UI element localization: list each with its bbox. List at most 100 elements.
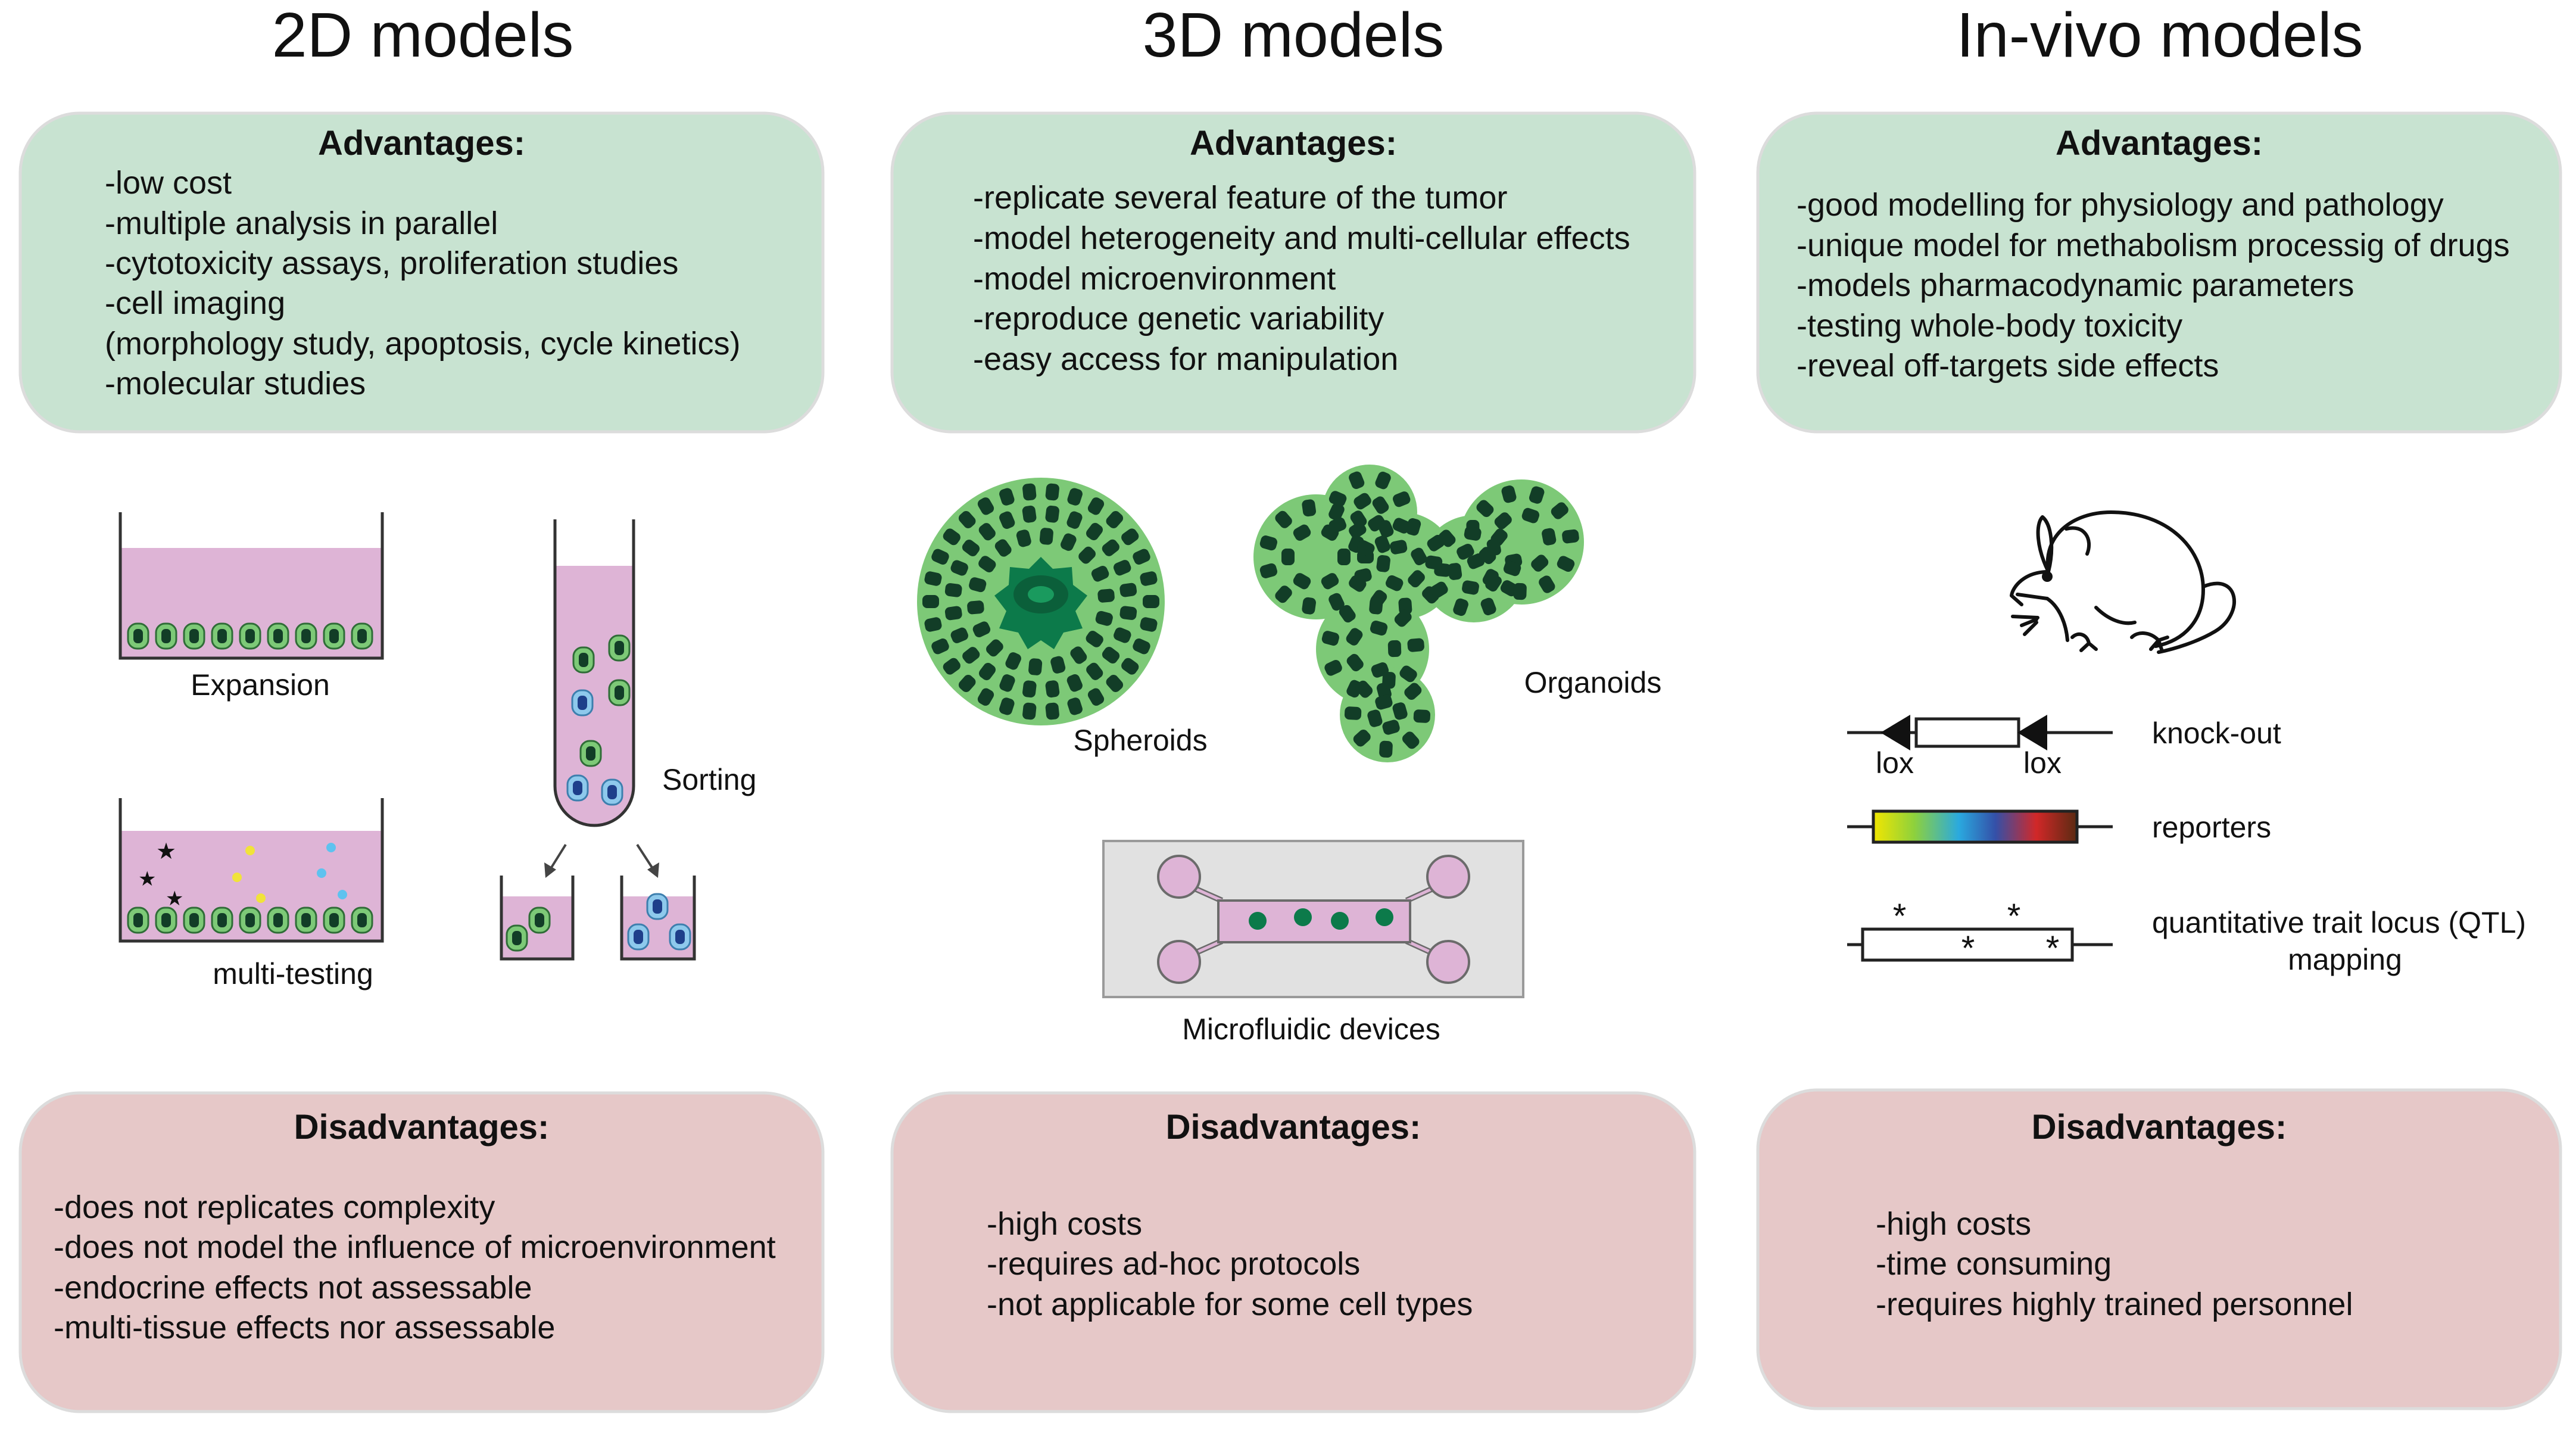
cell-nucleus: [1337, 549, 1351, 565]
column-title-invivo: In-vivo models: [1956, 0, 2363, 70]
advantage-item: -cytotoxicity assays, proliferation stud…: [105, 245, 678, 281]
cell-nucleus: [1503, 560, 1521, 577]
cell-nucleus: [1346, 628, 1363, 646]
cell-nucleus: [1392, 702, 1408, 720]
cell-nucleus: [1354, 568, 1372, 583]
cell-nucleus: [1086, 631, 1103, 647]
cell-nucleus: [1402, 731, 1420, 749]
cell-nucleus: [1379, 740, 1393, 758]
cell-nucleus: [1467, 553, 1485, 569]
cell-nucleus: [1293, 573, 1311, 590]
cell-nucleus: [1078, 546, 1096, 564]
disadvantage-item: -multi-tissue effects nor assessable: [54, 1310, 555, 1345]
cell-icon: [127, 907, 149, 934]
cell-nucleus: [1557, 556, 1575, 572]
compound-star-icon: ★: [156, 839, 176, 864]
cell-nucleus: [999, 488, 1015, 506]
reporters-label: reporters: [2152, 811, 2271, 844]
cell-nucleus: [1344, 706, 1362, 720]
cell-nucleus: [1375, 471, 1391, 490]
cell-nucleus: [1462, 580, 1479, 595]
cell-nucleus: [1045, 680, 1060, 698]
compound-dot: [317, 868, 326, 878]
qtl-label-line1: quantitative trait locus (QTL): [2152, 906, 2526, 939]
advantage-item: -models pharmacodynamic parameters: [1797, 267, 2354, 303]
advantage-item: (morphology study, apoptosis, cycle kine…: [105, 326, 740, 362]
cell-nucleus: [1102, 646, 1120, 664]
disadvantage-item: -high costs: [1876, 1206, 2031, 1242]
cell-icon: [239, 622, 261, 650]
cell-nucleus: [1486, 538, 1501, 556]
cell-icon: [127, 622, 149, 650]
cell-nucleus: [1005, 652, 1021, 670]
cell-nucleus: [986, 639, 1003, 657]
cell-nucleus: [978, 523, 996, 541]
disadvantages-heading: Disadvantages:: [294, 1108, 550, 1147]
cell-nucleus: [943, 658, 960, 675]
cell-nucleus: [1485, 574, 1502, 592]
cell-nucleus: [1542, 528, 1557, 546]
column-title-3d: 3D models: [1143, 0, 1445, 70]
cell-nucleus: [950, 627, 968, 643]
cell-nucleus: [967, 600, 984, 615]
sorting-tube-illustration: [553, 519, 635, 827]
cell-nucleus: [999, 674, 1015, 692]
compound-star-icon: ★: [138, 868, 156, 890]
knockout-construct: [1847, 715, 2113, 750]
disadvantages-heading: Disadvantages:: [2032, 1108, 2287, 1147]
cell-nucleus: [1339, 605, 1356, 623]
qtl-label-line2: mapping: [2288, 943, 2402, 976]
cell-nucleus: [1066, 511, 1083, 529]
cell-nucleus: [962, 647, 980, 664]
cell-nucleus: [1370, 620, 1388, 636]
cell-nucleus: [1385, 575, 1404, 591]
microfluidic-device-illustration: [1102, 840, 1524, 998]
sorting-label: Sorting: [662, 763, 756, 796]
cell-nucleus: [1302, 499, 1317, 517]
cell-nucleus: [1378, 520, 1394, 538]
cell-nucleus: [1353, 729, 1371, 747]
cell-nucleus: [1346, 653, 1364, 672]
cell-icon: [155, 622, 177, 650]
cell-nucleus: [1091, 566, 1109, 582]
cell-nucleus: [922, 595, 939, 608]
cell-nucleus: [999, 697, 1015, 715]
cell-icon: [239, 907, 261, 934]
disadvantage-item: -time consuming: [1876, 1246, 2112, 1282]
cell-icon: [351, 622, 373, 650]
advantage-item: -testing whole-body toxicity: [1797, 308, 2182, 344]
disadvantage-item: -high costs: [987, 1206, 1142, 1242]
cell-nucleus: [1070, 646, 1087, 664]
cell-icon: [323, 622, 345, 650]
disadvantage-item: -not applicable for some cell types: [987, 1287, 1473, 1322]
column-title-2d: 2D models: [272, 0, 574, 70]
advantage-item: -unique model for methabolism processig …: [1797, 228, 2510, 263]
cell-nucleus: [1050, 656, 1066, 674]
cell-nucleus: [1086, 662, 1103, 680]
organoid-illustration: [1253, 465, 1584, 762]
cell-nucleus: [1369, 597, 1383, 615]
spheroid-illustration: [917, 478, 1165, 725]
advantage-item: -model heterogeneity and multi-cellular …: [973, 220, 1630, 256]
cell-nucleus: [1354, 493, 1371, 510]
cell-nucleus: [1382, 719, 1400, 735]
sorting-arrow-left: [544, 843, 567, 878]
cell-nucleus: [1355, 680, 1373, 698]
advantages-heading: Advantages:: [2056, 124, 2263, 163]
cell-nucleus: [1408, 570, 1425, 588]
cell-nucleus: [1045, 505, 1059, 523]
qtl-marker-star: *: [1961, 929, 1975, 968]
cell-nucleus: [924, 617, 942, 632]
compound-dot: [338, 890, 347, 899]
cell-nucleus: [1140, 571, 1158, 586]
cell-nucleus: [1087, 497, 1105, 515]
sorted-well-green: [500, 876, 575, 961]
cell-nucleus: [1349, 471, 1365, 489]
disadvantage-item: -endocrine effects not assessable: [54, 1270, 532, 1306]
cell-nucleus: [931, 638, 949, 655]
cell-nucleus: [1328, 491, 1347, 507]
cell-nucleus: [1404, 683, 1422, 700]
cell-nucleus: [1539, 575, 1555, 593]
advantages-heading: Advantages:: [1190, 124, 1397, 163]
cell-nucleus: [1375, 694, 1393, 710]
